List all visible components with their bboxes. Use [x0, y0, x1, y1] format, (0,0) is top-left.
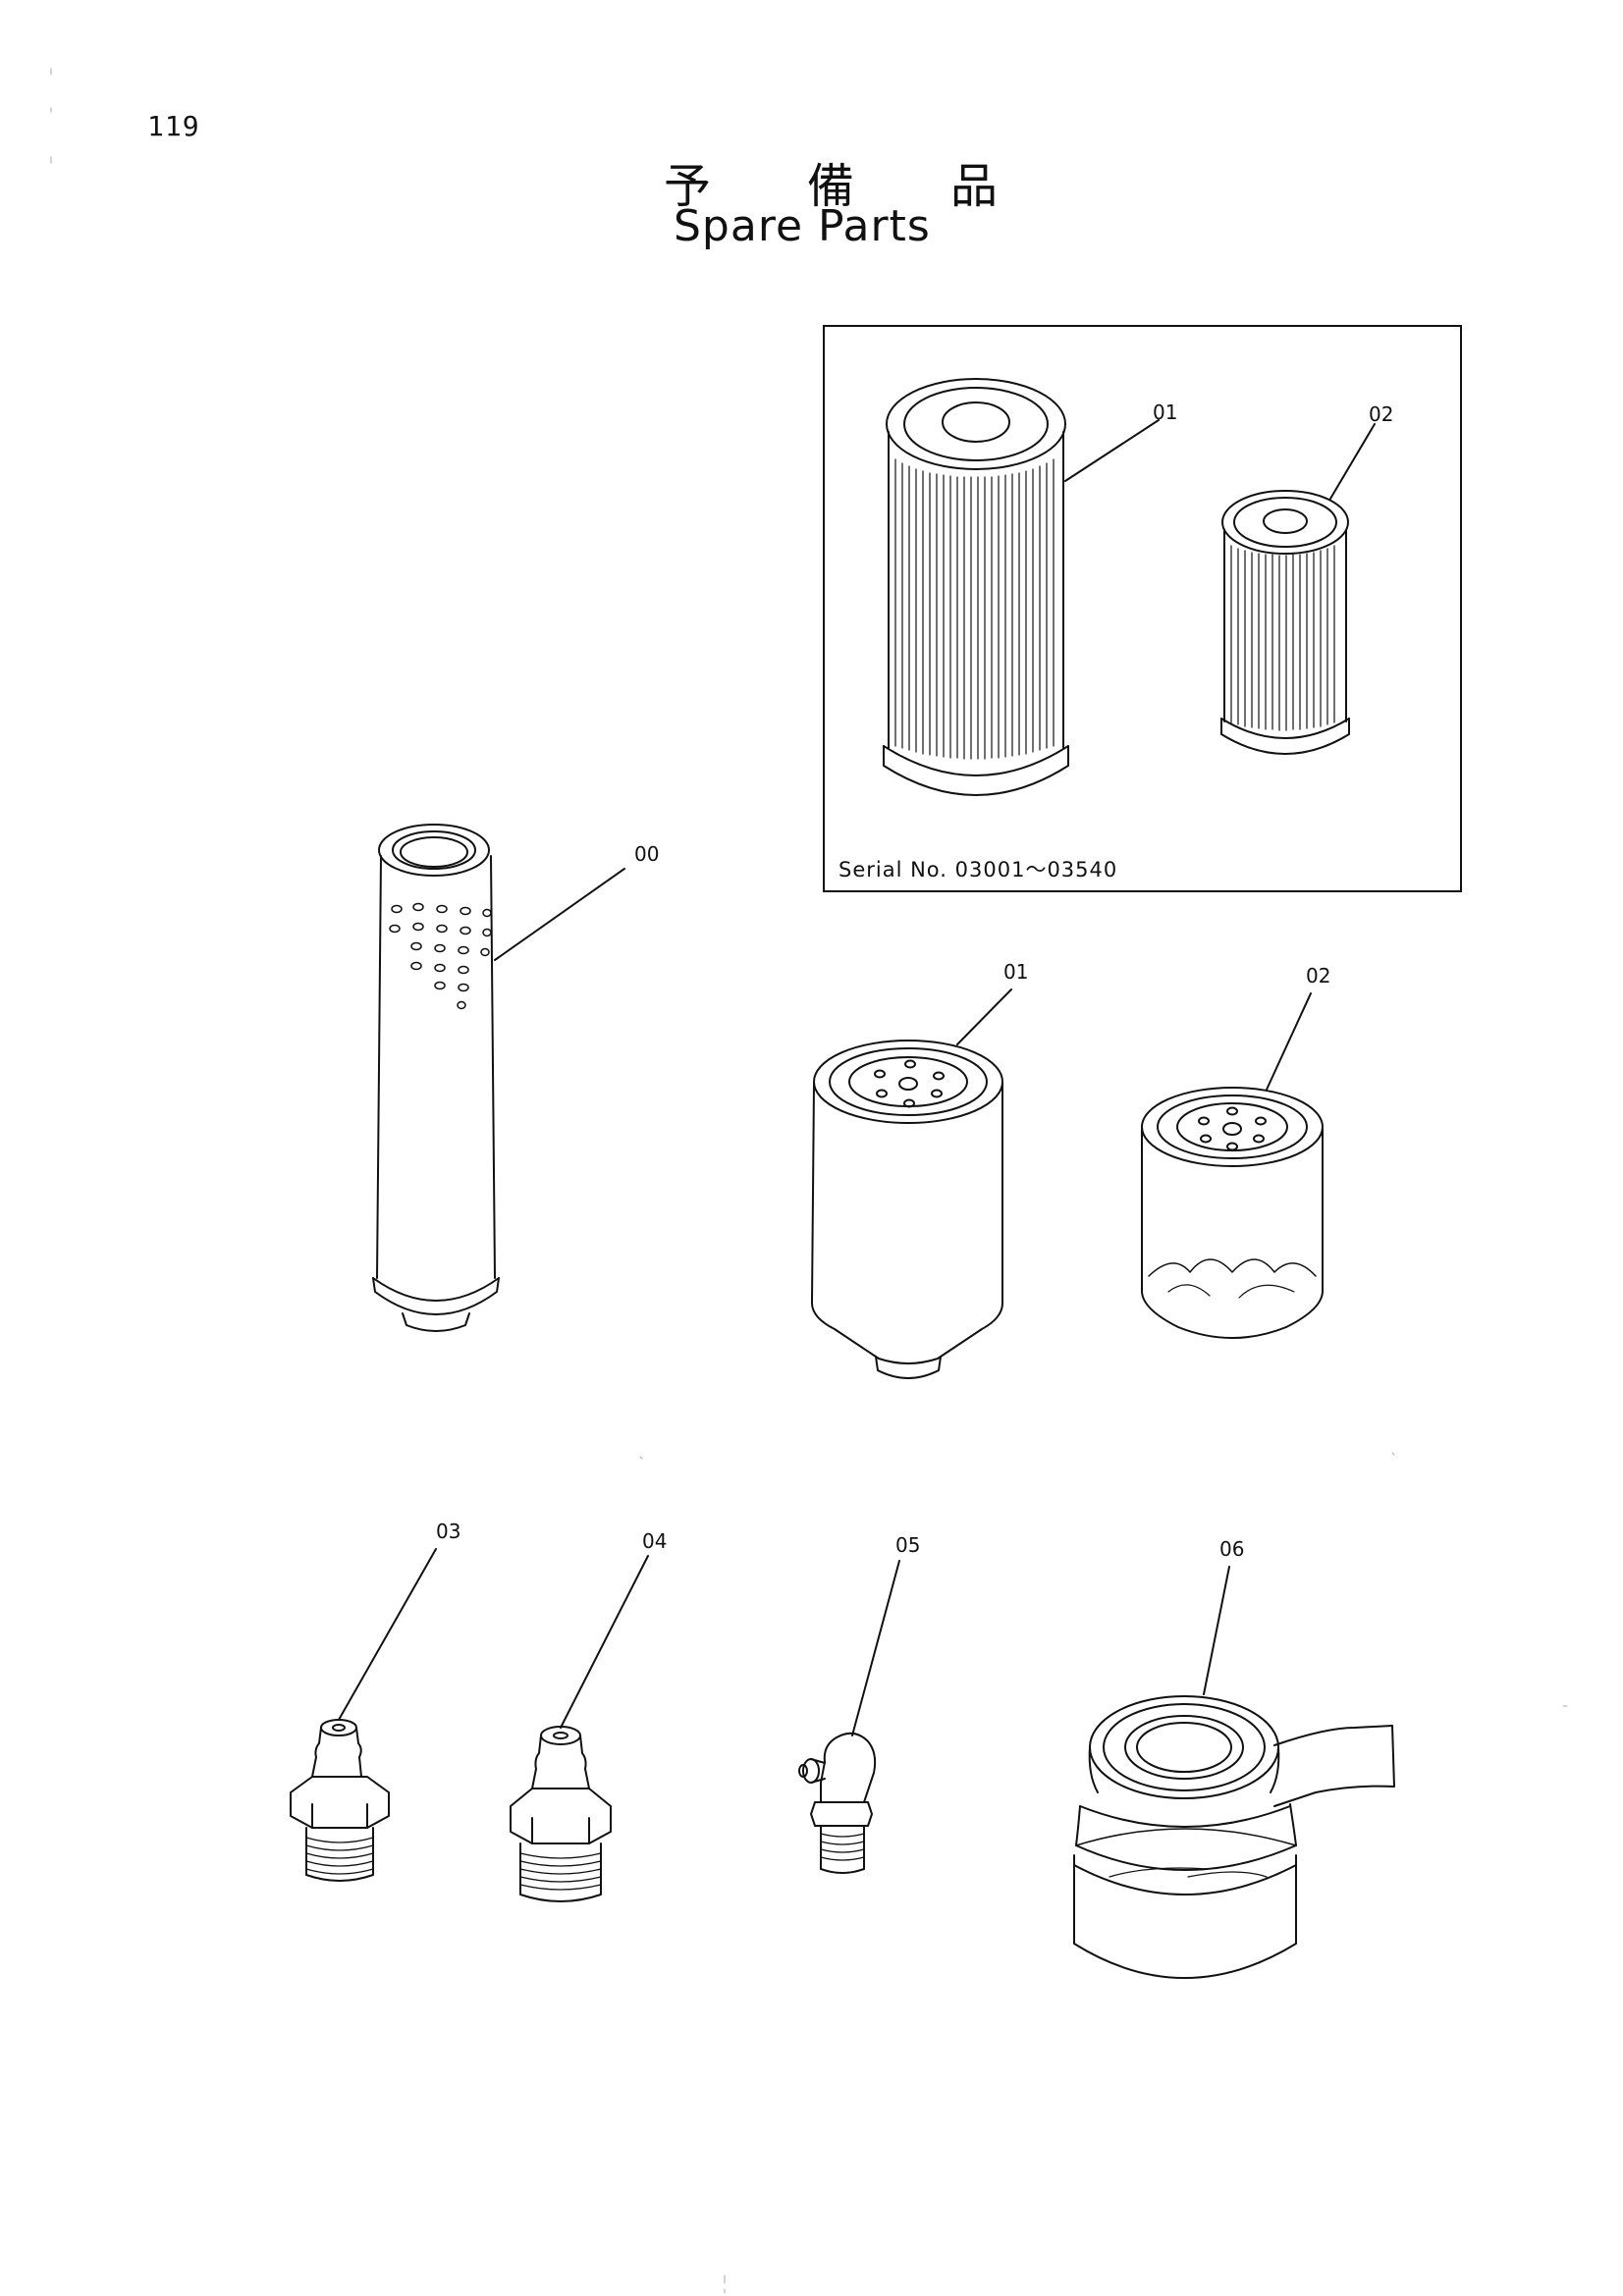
page-title-jp: 予 備 品 [664, 147, 998, 216]
grease-nipple-straight-icon [290, 1548, 437, 1882]
seal-tape-roll-icon [1073, 1566, 1395, 1979]
callout-02: 02 [1306, 964, 1331, 988]
callout-04: 04 [642, 1529, 668, 1553]
spin-on-oil-filter-icon [1141, 992, 1324, 1339]
page-title-en: Spare Parts [674, 201, 931, 251]
perforated-filter-tube-icon [372, 824, 625, 1332]
grease-nipple-straight-large-icon [510, 1555, 649, 1902]
spin-on-fuel-filter-icon [810, 988, 1012, 1379]
title-jp-char-1: 予 [664, 159, 712, 214]
callout-03: 03 [436, 1520, 461, 1543]
grease-nipple-angled-icon [798, 1560, 900, 1874]
margin-marks [50, 68, 1568, 2294]
callout-06: 06 [1219, 1537, 1245, 1561]
pleated-filter-element-small-icon [1220, 423, 1376, 755]
serial-note: Serial No. 03001〜03540 [839, 858, 1118, 881]
callout-00: 00 [634, 842, 660, 866]
title-jp-char-2: 備 [806, 159, 854, 214]
callout-05: 05 [895, 1533, 921, 1557]
pleated-filter-element-large-icon [883, 378, 1160, 796]
callout-inset-02: 02 [1369, 402, 1394, 426]
callout-01: 01 [1003, 960, 1029, 984]
title-jp-char-3: 品 [949, 159, 998, 214]
serial-inset-box [823, 325, 1462, 892]
page-number: 119 [147, 110, 200, 142]
